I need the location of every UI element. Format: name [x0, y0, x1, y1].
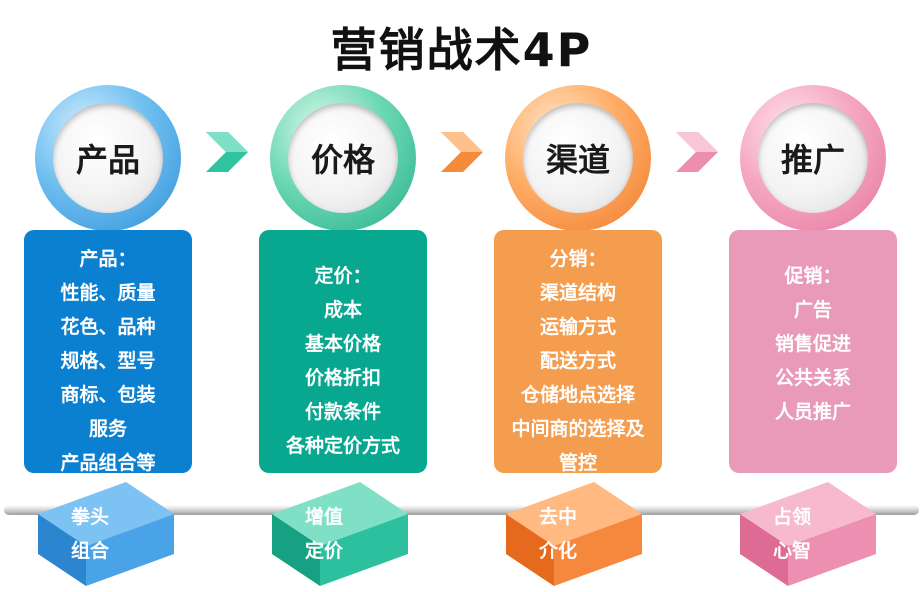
card-product: 产品： 性能、质量 花色、品种 规格、型号 商标、包装 服务 产品组合等	[24, 230, 192, 474]
cube-promotion	[740, 482, 876, 586]
card-item: 人员推广	[774, 401, 851, 423]
cube-label-place: 去中 介化	[518, 500, 598, 568]
diagram-title: 营销战术4P	[330, 23, 593, 77]
cube-label-line: 增值	[304, 506, 343, 528]
card-item: 性能、质量	[60, 282, 156, 304]
cube-label-line: 占领	[772, 506, 811, 528]
card-item: 产品组合等	[60, 452, 156, 474]
cube-label-line: 定价	[304, 540, 343, 562]
cube-label-line: 去中	[538, 506, 577, 528]
cube-label-product: 拳头 组合	[50, 500, 130, 568]
cube-label-line: 介化	[538, 540, 577, 562]
card-item: 仓储地点选择	[520, 384, 635, 406]
card-item: 服务	[88, 418, 127, 440]
card-item: 成本	[323, 299, 362, 321]
card-item: 运输方式	[539, 316, 616, 338]
cube-label-line: 组合	[70, 540, 109, 562]
ring-label-place: 渠道	[545, 141, 610, 179]
card-item: 管控	[558, 452, 597, 474]
ring-label-price: 价格	[310, 141, 375, 179]
ring-promotion: 推广	[740, 85, 886, 231]
cube-place	[506, 482, 642, 586]
chevron-right-icon	[676, 132, 718, 172]
card-item: 配送方式	[539, 350, 616, 372]
ring-place: 渠道	[505, 85, 651, 231]
card-item: 中间商的选择及	[511, 418, 645, 440]
card-item: 价格折扣	[304, 367, 381, 389]
card-heading: 分销：	[549, 248, 607, 270]
card-heading: 定价：	[314, 265, 372, 287]
chevron-right-icon	[441, 132, 483, 172]
cube-price	[272, 482, 408, 586]
card-item: 商标、包装	[60, 384, 156, 406]
cube-product	[38, 482, 174, 586]
ring-label-product: 产品	[75, 141, 140, 179]
card-item: 销售促进	[774, 333, 851, 355]
card-item: 各种定价方式	[285, 435, 400, 457]
ring-product: 产品	[35, 85, 181, 231]
chevron-right-icon	[206, 132, 248, 172]
card-place: 分销： 渠道结构 运输方式 配送方式 仓储地点选择 中间商的选择及 管控	[494, 230, 662, 474]
ring-label-promotion: 推广	[780, 141, 845, 179]
cube-label-line: 拳头	[70, 506, 109, 528]
card-item: 基本价格	[304, 333, 381, 355]
card-item: 渠道结构	[539, 282, 616, 304]
cube-label-price: 增值 定价	[284, 500, 364, 568]
card-item: 广告	[793, 299, 832, 321]
cube-label-promotion: 占领 心智	[752, 500, 832, 568]
card-promotion: 促销： 广告 销售促进 公共关系 人员推广	[729, 230, 897, 473]
ring-price: 价格	[270, 85, 416, 231]
cube-label-line: 心智	[772, 540, 811, 562]
card-item: 付款条件	[304, 401, 381, 423]
card-item: 规格、型号	[60, 350, 156, 372]
card-item: 公共关系	[774, 367, 851, 389]
card-item: 花色、品种	[60, 316, 156, 338]
card-heading: 促销：	[784, 265, 842, 287]
card-price: 定价： 成本 基本价格 价格折扣 付款条件 各种定价方式	[259, 230, 427, 473]
card-heading: 产品：	[79, 248, 137, 270]
connecting-rod	[4, 505, 919, 515]
